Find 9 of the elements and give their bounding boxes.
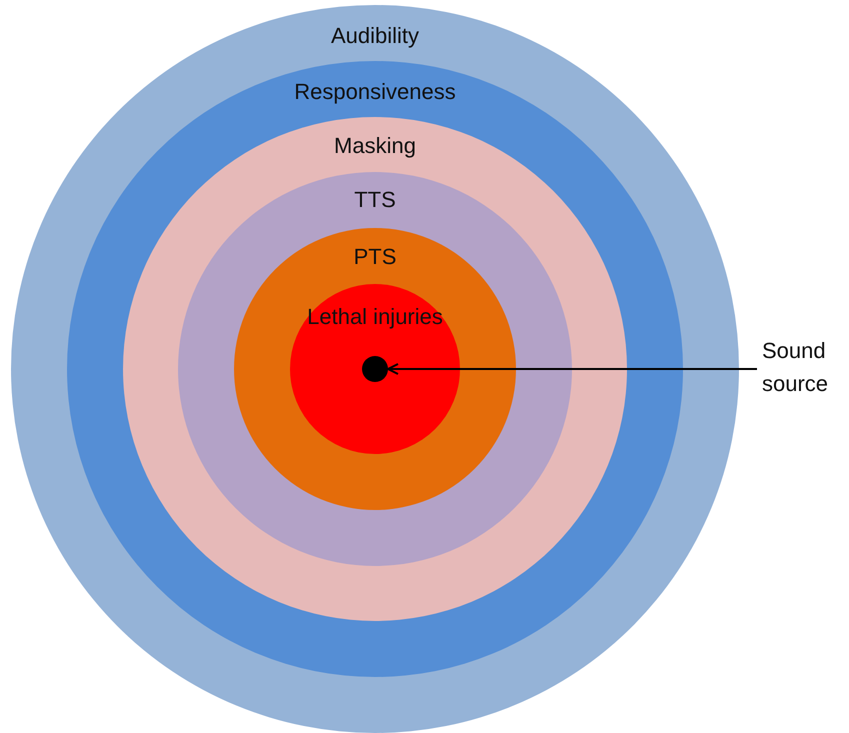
zone-label: TTS <box>354 187 396 213</box>
zone-label: Audibility <box>330 23 420 49</box>
source-label: Sound source <box>762 334 849 400</box>
zone-label: Masking <box>334 133 416 159</box>
zone-label: Lethal injuries <box>307 304 443 330</box>
sound-source-dot <box>362 356 388 382</box>
arrow <box>387 363 757 375</box>
zone-label: PTS <box>354 244 396 270</box>
zone-label: Responsiveness <box>294 79 456 105</box>
